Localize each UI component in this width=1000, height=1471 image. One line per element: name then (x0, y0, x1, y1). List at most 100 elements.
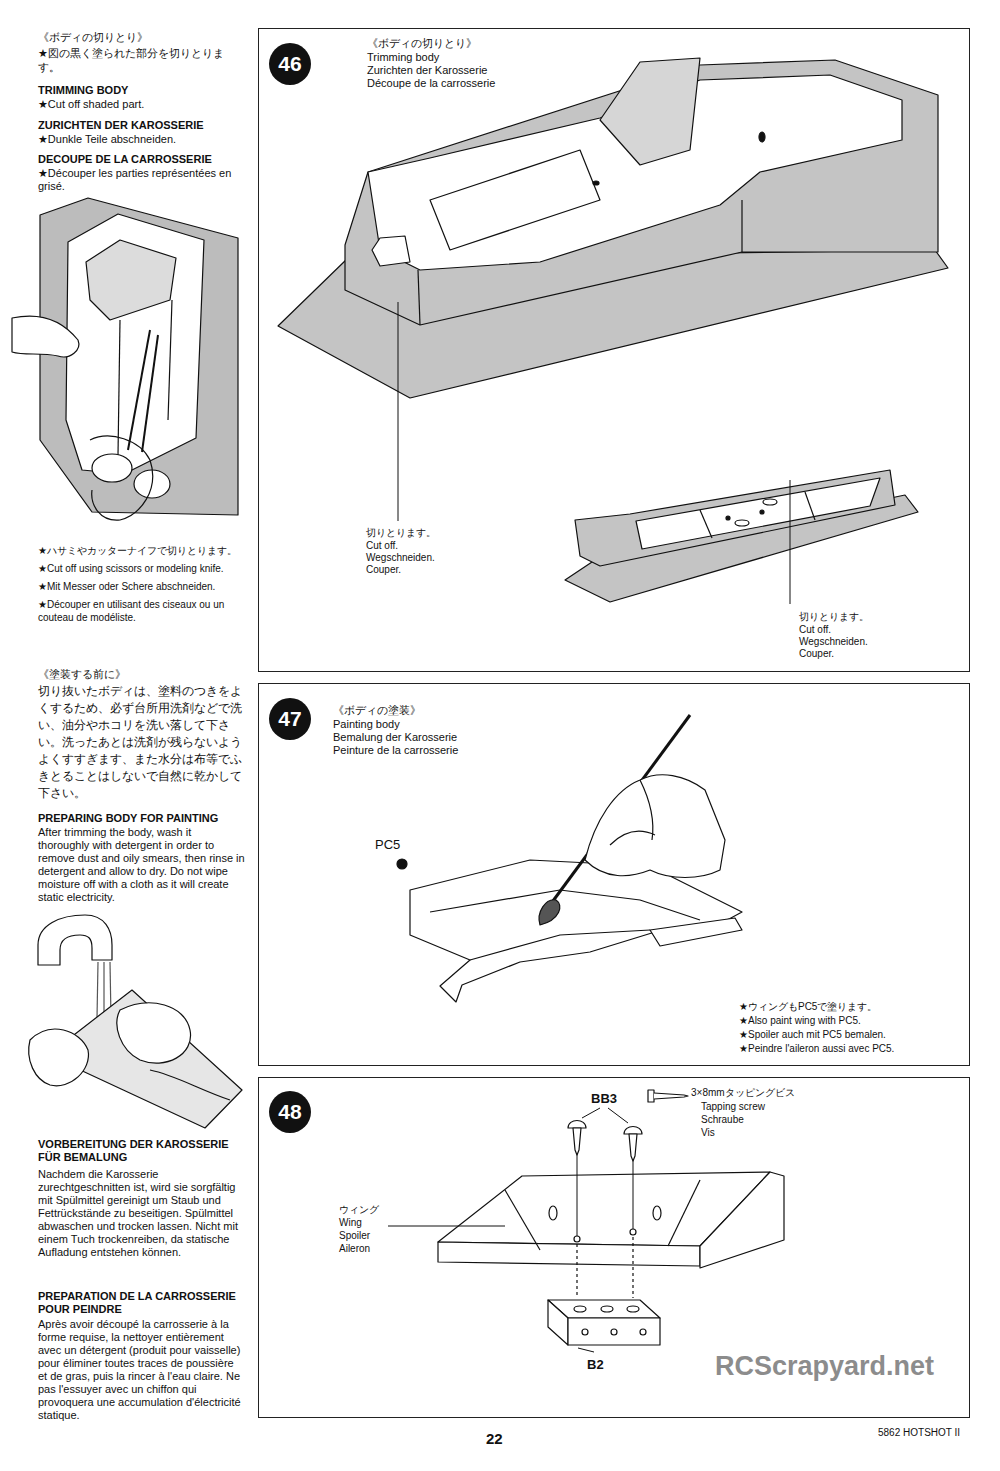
callout-number: 46 (269, 43, 311, 85)
scissors-illustration (86, 240, 176, 320)
panel-heading: 《ボディの塗装》 (333, 704, 421, 717)
number-circle (269, 698, 311, 740)
painting-illustration (470, 930, 650, 960)
cut-note: Cut off. (799, 624, 831, 636)
instruction-text: ★Cut off using scissors or modeling knif… (38, 562, 245, 575)
painting-illustration (585, 775, 725, 878)
scissors-illustration (90, 436, 153, 520)
painting-illustration (397, 859, 407, 869)
part-name: Vis (701, 1127, 715, 1139)
part-name: Schraube (701, 1114, 744, 1126)
washing-illustration (29, 915, 242, 1128)
instruction-text: ★Dunkle Teile abschneiden. (38, 133, 245, 146)
washing-illustration (150, 1070, 230, 1100)
step-panel: 《ボディの切りとり》Trimming bodyZurichten der Kar… (258, 28, 970, 672)
wing-assembly-48 (633, 1154, 634, 1229)
scissors-illustration (66, 214, 204, 474)
wing-tray-46 (790, 480, 791, 604)
part-name: Spoiler (339, 1230, 370, 1242)
step-number: 47 (269, 698, 311, 740)
wing-assembly-48 (630, 1229, 636, 1235)
part-name: ウィング (339, 1204, 379, 1216)
wing-assembly-48 (668, 1180, 700, 1246)
part-code: BB3 (591, 1091, 617, 1107)
section-heading: TRIMMING BODY (38, 84, 245, 97)
instruction-text: ★Mit Messer oder Schere abschneiden. (38, 580, 245, 593)
scissors-illustration (168, 300, 172, 420)
wing-assembly-48 (648, 1090, 654, 1102)
section-heading: PREPARATION DE LA CARROSSERIE POUR PEIND… (38, 1290, 245, 1316)
cut-note: Cut off. (366, 540, 398, 552)
paint-note: ★Also paint wing with PC5. (739, 1015, 861, 1027)
section-heading: ZURICHTEN DER KAROSSERIE (38, 119, 245, 132)
wing-assembly-48 (632, 1237, 633, 1298)
wing-tray-46 (805, 492, 815, 520)
wing-assembly-48 (568, 1318, 660, 1345)
callout-number: 48 (269, 1091, 311, 1133)
instruction-text: ★Découper en utilisant des ciseaux ou un… (38, 598, 245, 624)
section-heading: PREPARING BODY FOR PAINTING (38, 812, 245, 825)
wing-tray-46 (763, 499, 777, 505)
model-name: 5862 HOTSHOT II (878, 1426, 988, 1439)
panel-heading: Painting body (333, 718, 400, 731)
wing-assembly-48 (582, 1329, 588, 1335)
cut-note: Wegschneiden. (799, 636, 868, 648)
wing-assembly-48 (611, 1329, 617, 1335)
wing-assembly-48 (577, 1148, 578, 1236)
section-heading: DECOUPE DE LA CARROSSERIE (38, 153, 245, 166)
part-name: Aileron (339, 1243, 370, 1255)
watermark: RCScrapyard.net (715, 1350, 985, 1382)
instruction-text: ★ハサミやカッターナイフで切りとります。 (38, 544, 245, 557)
wing-tray-46 (565, 470, 918, 604)
painting-illustration (610, 831, 655, 845)
scissors-illustration (12, 198, 238, 520)
instruction-text: ★Cut off shaded part. (38, 98, 245, 111)
panel-heading: 《ボディの切りとり》 (367, 37, 477, 50)
wing-assembly-48 (608, 1108, 628, 1123)
instruction-text: 切り抜いたボディは、塗料のつきをよくするため、必ず台所用洗剤などで洗い、油分やホ… (38, 683, 245, 802)
wing-assembly-48 (601, 1306, 613, 1312)
instruction-text: Nachdem die Karosserie zurechtgeschnitte… (38, 1168, 245, 1259)
wing-assembly-48 (640, 1329, 646, 1335)
instruction-text: ★Découper les parties représentées en gr… (38, 167, 245, 193)
painting-illustration (539, 900, 560, 925)
wing-tray-46 (700, 510, 712, 538)
step-panel: 《ボディの塗装》Painting bodyBemalung der Kaross… (258, 683, 970, 1066)
paint-code: PC5 (375, 837, 400, 853)
wing-assembly-48 (654, 1093, 688, 1099)
cut-note: Couper. (366, 564, 401, 576)
body-tray-46 (418, 270, 420, 325)
wing-assembly-48 (700, 1172, 784, 1268)
step-number: 48 (269, 1091, 311, 1133)
section-heading: VORBEREITUNG DER KAROSSERIE FÜR BEMALUNG (38, 1138, 245, 1164)
wing-assembly-48 (505, 1190, 540, 1250)
wing-assembly-48 (624, 1127, 642, 1135)
section-heading: 《塗装する前に》 (38, 667, 245, 681)
washing-illustration (38, 915, 112, 965)
panel-heading: Trimming body (367, 51, 439, 64)
part-code: B2 (587, 1357, 604, 1373)
cut-note: 切りとります。 (366, 527, 436, 539)
wing-assembly-48 (568, 1121, 586, 1129)
scissors-illustration (12, 316, 79, 357)
painting-illustration (640, 780, 653, 840)
wing-assembly-48 (438, 1242, 700, 1266)
part-name: Tapping screw (701, 1101, 765, 1113)
wing-tray-46 (735, 520, 749, 526)
paint-note: ★Peindre l'aileron aussi avec PC5. (739, 1043, 894, 1055)
wing-assembly-48 (388, 1090, 784, 1352)
cut-note: Couper. (799, 648, 834, 660)
section-heading: 《ボディの切りとり》 (38, 30, 245, 44)
painting-illustration (410, 860, 742, 1002)
body-tray-46 (398, 302, 399, 521)
panel-heading: Découpe de la carrosserie (367, 77, 495, 90)
body-tray-46 (593, 181, 599, 185)
number-circle (269, 43, 311, 85)
scissors-illustration (92, 454, 132, 482)
body-tray-46 (600, 58, 700, 165)
scissors-illustration (128, 330, 150, 450)
number-circle (269, 1091, 311, 1133)
wing-assembly-48 (629, 1134, 637, 1161)
paint-note: ★ウィングもPC5で塗ります。 (739, 1001, 877, 1013)
wing-assembly-48 (549, 1206, 557, 1220)
